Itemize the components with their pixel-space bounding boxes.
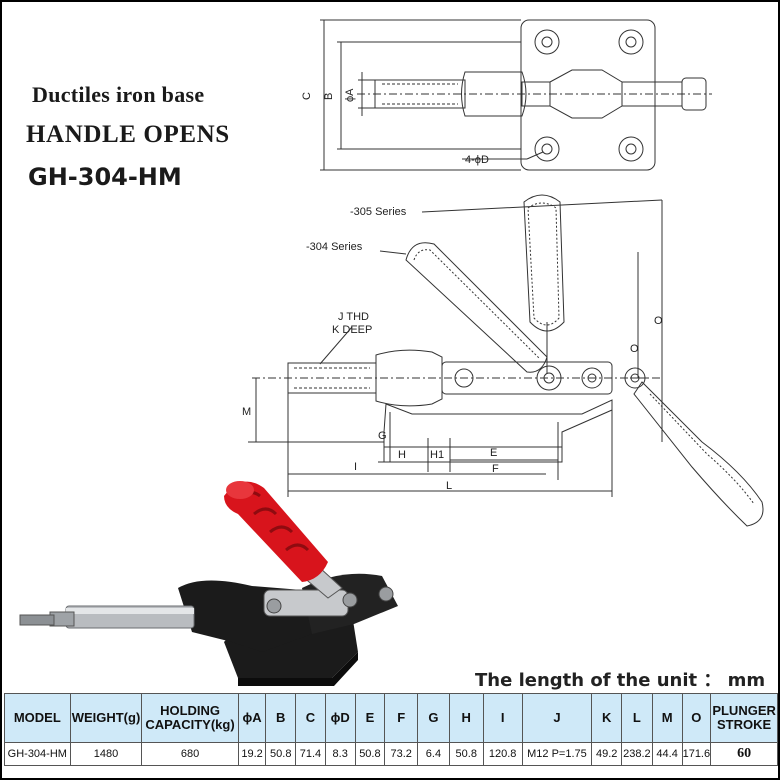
cell-l: 238.2	[621, 742, 653, 766]
cell-o: 171.6	[681, 742, 712, 766]
unit-note: The length of the unit ： mm	[475, 670, 766, 691]
header-g: G	[417, 693, 450, 743]
dim-label-phi-a: ϕA	[344, 88, 356, 102]
dim-label-o-inner: O	[630, 343, 639, 355]
header-phi-a: ϕA	[237, 693, 267, 743]
table-header-row: MODEL WEIGHT(g) HOLDING CAPACITY(kg) ϕA …	[4, 693, 778, 743]
cell-plunger-stroke: 60	[710, 742, 778, 766]
cell-model: GH-304-HM	[4, 742, 71, 766]
cell-weight: 1480	[69, 742, 143, 766]
dim-label-i: I	[354, 461, 357, 473]
series-304-label: -304 Series	[306, 241, 363, 253]
header-j: J	[521, 693, 593, 743]
dim-label-holes: 4-ϕD	[465, 154, 489, 166]
dim-label-c: C	[301, 92, 313, 100]
model-title: GH-304-HM	[28, 163, 182, 191]
header-phi-d: ϕD	[324, 693, 356, 743]
cell-phi-a: 19.2	[237, 742, 267, 766]
handle-opens-title: HANDLE OPENS	[26, 121, 230, 148]
thread-label: J THD	[338, 311, 369, 323]
header-model: MODEL	[4, 693, 71, 743]
side-view-handle-open	[633, 381, 764, 527]
header-o: O	[681, 693, 712, 743]
cell-h: 50.8	[448, 742, 484, 766]
side-view-handle-305	[523, 194, 565, 374]
dim-label-b: B	[323, 93, 335, 100]
dim-label-h1: H1	[430, 449, 444, 461]
cell-c: 71.4	[295, 742, 326, 766]
dim-label-o-outer: O	[654, 315, 663, 327]
side-view-dimensions	[248, 199, 663, 497]
base-material-title: Ductiles iron base	[32, 82, 205, 107]
cell-m: 44.4	[651, 742, 683, 766]
top-view-base-plate	[520, 19, 656, 171]
header-f: F	[384, 693, 419, 743]
top-view-mount-holes	[534, 29, 644, 162]
cell-i: 120.8	[482, 742, 523, 766]
header-l: L	[621, 693, 653, 743]
header-holding-capacity: HOLDING CAPACITY(kg)	[141, 693, 239, 743]
series-305-label: -305 Series	[350, 206, 407, 218]
dim-label-m: M	[242, 406, 251, 418]
cell-e: 50.8	[354, 742, 386, 766]
dim-label-f: F	[492, 463, 499, 475]
header-k: K	[591, 693, 623, 743]
dim-label-l: L	[446, 480, 452, 492]
header-i: I	[482, 693, 523, 743]
top-view-plunger	[357, 69, 712, 119]
product-photo	[19, 481, 398, 686]
side-view-body	[252, 349, 662, 463]
side-view-handle-304	[405, 242, 548, 373]
header-plunger-stroke: PLUNGER STROKE	[710, 693, 778, 743]
top-view-dimensions	[320, 19, 544, 171]
header-c: C	[295, 693, 326, 743]
dim-label-h: H	[398, 449, 406, 461]
cell-k: 49.2	[591, 742, 623, 766]
thread-depth-label: K DEEP	[332, 324, 372, 336]
header-m: M	[651, 693, 683, 743]
dim-label-e: E	[490, 447, 497, 459]
header-b: B	[265, 693, 297, 743]
table-row: GH-304-HM 1480 680 19.2 50.8 71.4 8.3 50…	[4, 742, 778, 766]
header-weight: WEIGHT(g)	[69, 693, 143, 743]
cell-b: 50.8	[265, 742, 297, 766]
cell-j: M12 P=1.75	[521, 742, 593, 766]
dim-label-g: G	[378, 430, 387, 442]
cell-g: 6.4	[417, 742, 450, 766]
cell-holding-capacity: 680	[141, 742, 239, 766]
cell-f: 73.2	[384, 742, 419, 766]
technical-drawing: C B ϕA 4-ϕD -305 Series -304 Series J TH…	[19, 19, 764, 686]
cell-phi-d: 8.3	[324, 742, 356, 766]
spec-table: MODEL WEIGHT(g) HOLDING CAPACITY(kg) ϕA …	[4, 693, 778, 766]
header-h: H	[448, 693, 484, 743]
header-e: E	[354, 693, 386, 743]
